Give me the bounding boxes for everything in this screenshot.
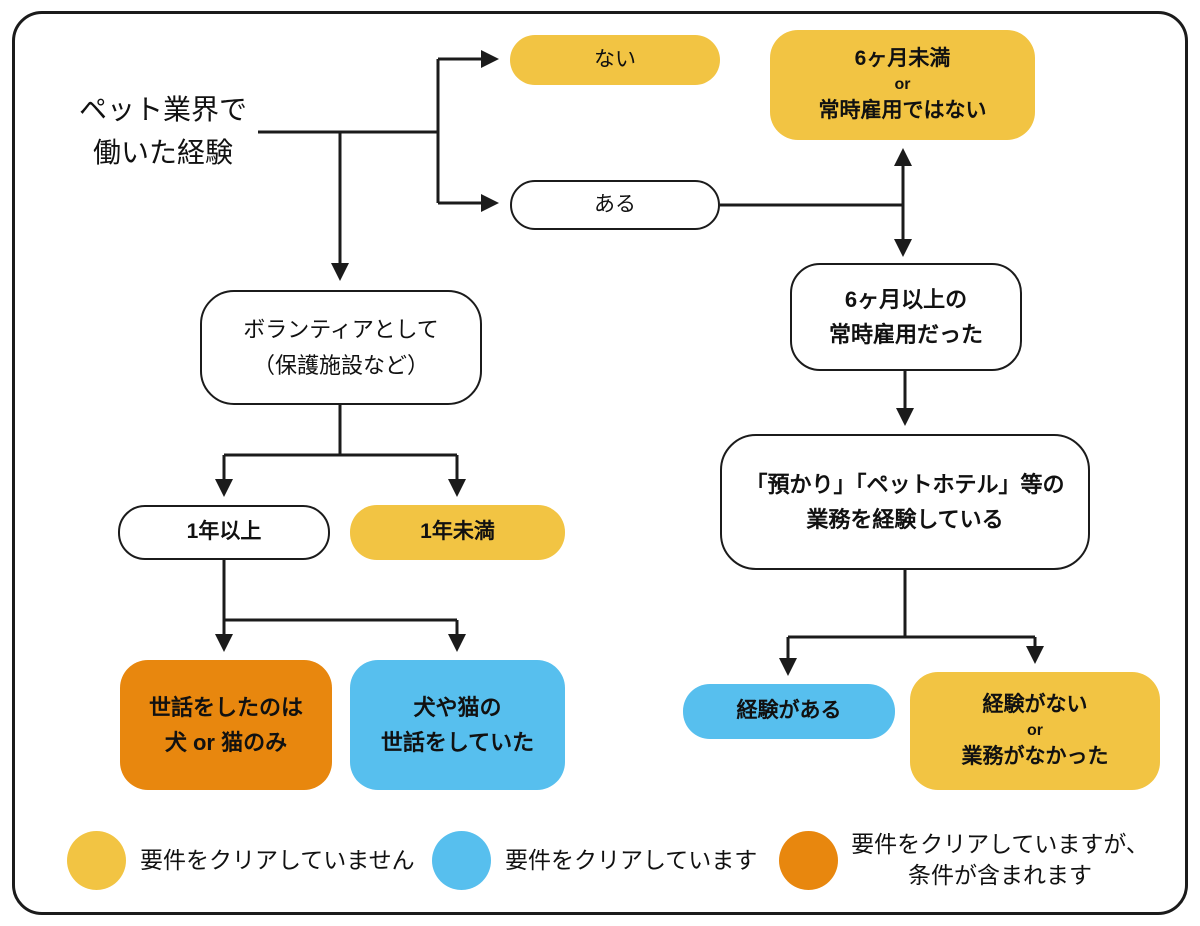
node-six-months-under-line1: 6ヶ月未満 bbox=[854, 46, 951, 70]
node-aru: ある bbox=[510, 180, 720, 230]
legend-label-cleared-with-conditions-line2: 条件が含まれます bbox=[908, 862, 1092, 888]
node-cared-dog-or-cat-only-line1: 世話をしたのは bbox=[148, 694, 303, 720]
node-one-year-over-label: 1年以上 bbox=[186, 520, 262, 544]
node-six-months-over-line2: 常時雇用だった bbox=[828, 322, 983, 347]
node-six-months-over-line1: 6ヶ月以上の bbox=[844, 286, 968, 312]
node-volunteer: ボランティアとして （保護施設など） bbox=[200, 290, 482, 405]
legend-label-not-cleared: 要件をクリアしていません bbox=[140, 847, 415, 873]
node-no-experience: 経験がない or 業務がなかった bbox=[910, 672, 1160, 790]
node-cared-dog-or-cat-only: 世話をしたのは 犬 or 猫のみ bbox=[120, 660, 332, 790]
node-volunteer-line2: （保護施設など） bbox=[252, 352, 429, 378]
node-has-experience-label: 経験がある bbox=[736, 699, 842, 723]
legend-label-cleared-with-conditions-line1: 要件をクリアしていますが、 bbox=[851, 831, 1149, 857]
node-hotel-work: 「預かり」「ペットホテル」等の 業務を経験している bbox=[720, 434, 1090, 570]
node-no-experience-line1: 経験がない bbox=[982, 692, 1088, 716]
node-no-experience-line3: 業務がなかった bbox=[961, 745, 1109, 768]
node-cared-dogs-cats: 犬や猫の 世話をしていた bbox=[350, 660, 565, 790]
node-six-months-over: 6ヶ月以上の 常時雇用だった bbox=[790, 263, 1022, 371]
node-one-year-over: 1年以上 bbox=[118, 505, 330, 560]
node-hotel-work-line1: 「預かり」「ペットホテル」等の bbox=[745, 471, 1065, 497]
node-has-experience: 経験がある bbox=[683, 684, 895, 739]
node-cared-dogs-cats-line1: 犬や猫の bbox=[413, 694, 502, 720]
legend-swatch-cleared bbox=[432, 831, 491, 890]
flow-title: ペット業界で 働いた経験 bbox=[46, 88, 280, 175]
node-volunteer-line1: ボランティアとして bbox=[243, 317, 439, 343]
diagram-border bbox=[12, 11, 1188, 915]
connector-plain-lines bbox=[224, 59, 1035, 639]
legend-swatch-not-cleared bbox=[67, 831, 126, 890]
node-six-months-under: 6ヶ月未満 or 常時雇用ではない bbox=[770, 30, 1035, 140]
node-one-year-under: 1年未満 bbox=[350, 505, 565, 560]
legend-label-cleared: 要件をクリアしています bbox=[505, 847, 758, 873]
flow-title-line1: ペット業界で bbox=[78, 94, 247, 125]
node-nai: ない bbox=[510, 35, 720, 85]
node-cared-dog-or-cat-only-line2: 犬 or 猫のみ bbox=[164, 730, 288, 755]
node-six-months-under-line3: 常時雇用ではない bbox=[818, 99, 987, 122]
node-one-year-under-label: 1年未満 bbox=[420, 520, 495, 544]
node-cared-dogs-cats-line2: 世話をしていた bbox=[380, 730, 535, 755]
node-aru-label: ある bbox=[594, 192, 636, 216]
node-hotel-work-line2: 業務を経験している bbox=[806, 507, 1004, 532]
node-no-experience-line2: or bbox=[1027, 722, 1043, 739]
legend-swatch-cleared-with-conditions bbox=[779, 831, 838, 890]
legend-label-cleared-with-conditions: 要件をクリアしていますが、 条件が含まれます bbox=[840, 829, 1160, 891]
node-six-months-under-line2: or bbox=[894, 76, 911, 93]
node-nai-label: ない bbox=[594, 47, 636, 71]
flow-title-line2: 働いた経験 bbox=[92, 137, 233, 169]
